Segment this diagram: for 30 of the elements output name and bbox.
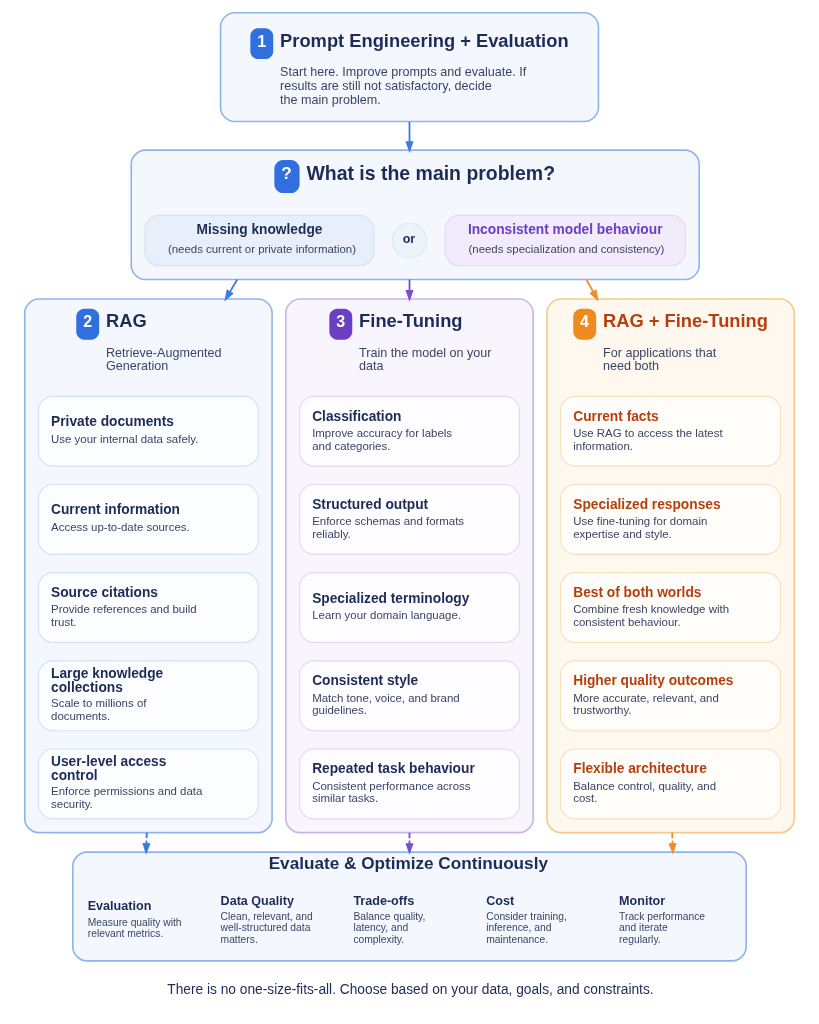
node-text: Monitor Track performance and iterate regularly. xyxy=(619,893,706,945)
arrow xyxy=(405,831,414,855)
node-box: Best of both worlds Combine fresh knowledge with consistent behaviour. xyxy=(560,572,782,644)
node-box: Inconsistent model behaviour (needs specialization and consistency) xyxy=(444,214,687,267)
arrow xyxy=(405,121,414,153)
label: There is no one-size-fits-all. Choose based on your data, goals, and constraints. xyxy=(167,982,654,998)
node-box: 1 Prompt Engineering + Evaluation Start here. Improve prompts and evaluate. If results are still not satisfactory, decide the main problem. xyxy=(219,11,600,123)
node-text: Trade-offs Balance quality, latency, and complexity. xyxy=(353,893,426,945)
arrow xyxy=(224,278,239,302)
node-text: Cost Consider training, inference, and maintenance. xyxy=(486,893,567,945)
node-box: Classification Improve accuracy for labels and categories. xyxy=(299,395,520,467)
node-box: Repeated task behaviour Consistent performance across similar tasks. xyxy=(299,748,520,820)
node-box: Current facts Use RAG to access the latest information. xyxy=(560,395,782,467)
node-box: Source citations Provide references and build trust. xyxy=(37,572,259,644)
arrow xyxy=(585,278,599,302)
arrow xyxy=(668,831,677,855)
node-box: User-level access control Enforce permissions and data security. xyxy=(37,748,259,820)
node-box: Missing knowledge (needs current or private information) xyxy=(144,214,375,267)
node-box: Higher quality outcomes More accurate, relevant, and trustworthy. xyxy=(560,660,782,732)
arrow xyxy=(142,831,151,855)
node-box: Private documents Use your internal data safely. xyxy=(37,395,259,467)
node-text: Data Quality Clean, relevant, and well-structured data matters. xyxy=(220,893,313,945)
node-box: Flexible architecture Balance control, quality, and cost. xyxy=(560,748,782,820)
node-box: Consistent style Match tone, voice, and brand guidelines. xyxy=(299,660,520,732)
node-box: Current information Access up-to-date sources. xyxy=(37,483,259,555)
node-box: Large knowledge collections Scale to millions of documents. xyxy=(37,660,259,732)
node-text: Evaluation Measure quality with relevant metrics. xyxy=(87,899,182,940)
node-box: Structured output Enforce schemas and formats reliably. xyxy=(299,483,520,555)
node-box: Specialized responses Use fine-tuning for domain expertise and style. xyxy=(560,483,782,555)
node-box: Specialized terminology Learn your domain language. xyxy=(299,572,520,644)
